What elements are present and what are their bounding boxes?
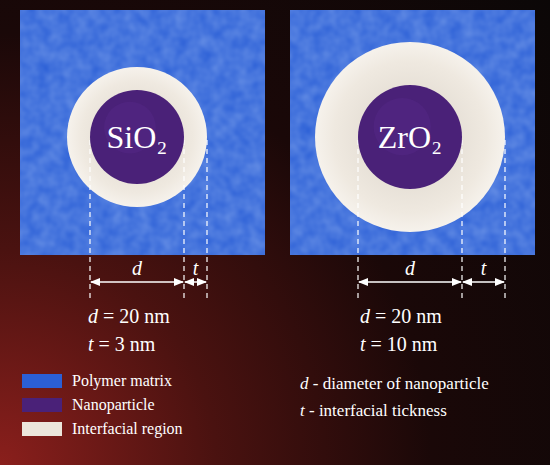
nanoparticle: ZrO₂: [358, 85, 462, 189]
legend-swatch: [22, 374, 62, 388]
legend-entry: Nanoparticle: [22, 396, 155, 414]
dimension-arrow: [185, 281, 206, 283]
polymer-matrix: [290, 10, 535, 255]
dimension-value: d = 20 nm: [88, 305, 170, 328]
dimension-symbol: d: [132, 257, 142, 280]
legend-entry: Polymer matrix: [22, 372, 172, 390]
legend-text: Nanoparticle: [72, 396, 155, 414]
dimension-value: t = 3 nm: [88, 333, 155, 356]
dimension-symbol: t: [193, 257, 199, 280]
dimension-value: t = 10 nm: [360, 333, 437, 356]
legend-entry: Interfacial region: [22, 420, 183, 438]
dimension-arrow: [91, 281, 183, 283]
particle-label: SiO₂: [107, 121, 168, 153]
dimension-symbol: t: [481, 257, 487, 280]
guide-line: [461, 140, 462, 298]
definition-note: t - interfacial tickness: [300, 401, 447, 421]
guide-line: [89, 140, 90, 298]
definition-note: d - diameter of nanoparticle: [300, 374, 489, 394]
guide-line: [206, 140, 207, 298]
legend-swatch: [22, 422, 62, 436]
legend-swatch: [22, 398, 62, 412]
guide-line: [504, 140, 505, 298]
interfacial-region: [67, 67, 207, 207]
dimension-symbol: d: [405, 257, 415, 280]
particle-label: ZrO₂: [378, 121, 442, 153]
interfacial-region: [315, 42, 505, 232]
particle-disc: [90, 90, 184, 184]
legend-text: Polymer matrix: [72, 372, 172, 390]
matrix-texture: [20, 10, 265, 255]
polymer-matrix: [20, 10, 265, 255]
particle-disc: [358, 85, 462, 189]
dimension-arrow: [359, 281, 461, 283]
nanoparticle: SiO₂: [90, 90, 184, 184]
guide-line: [183, 140, 184, 298]
guide-line: [357, 140, 358, 298]
dimension-arrow: [463, 281, 504, 283]
matrix-texture: [290, 10, 535, 255]
legend-text: Interfacial region: [72, 420, 183, 438]
dimension-value: d = 20 nm: [360, 305, 442, 328]
